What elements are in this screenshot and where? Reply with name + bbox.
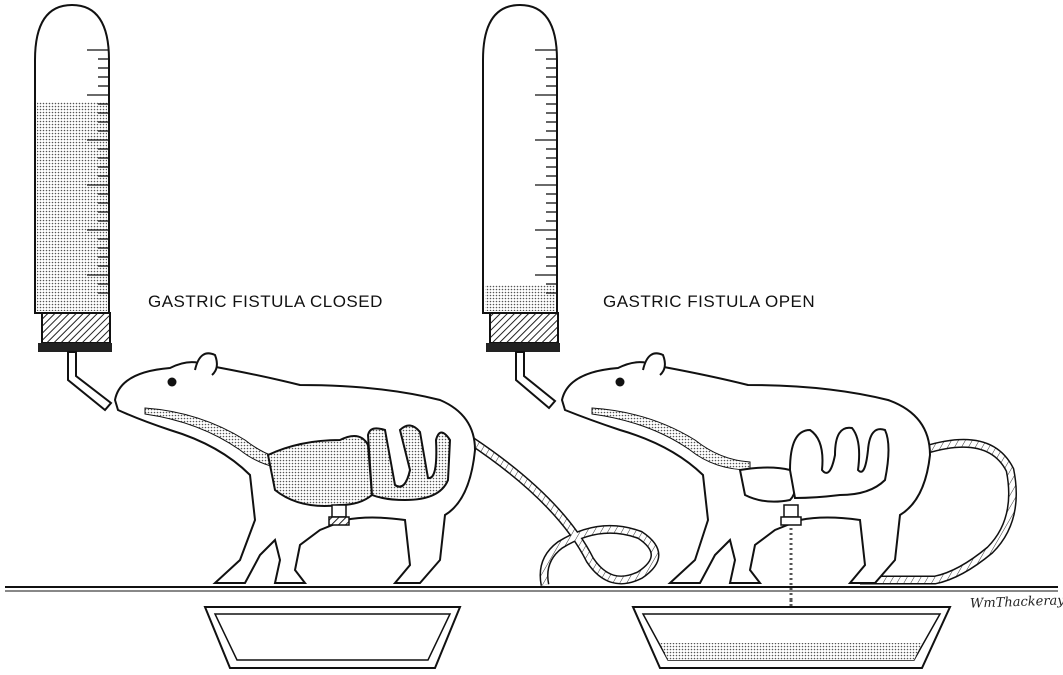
left-drinking-tube bbox=[68, 352, 111, 410]
left-collection-dish bbox=[205, 607, 460, 668]
right-rat-stomach bbox=[740, 468, 795, 502]
right-drinking-tube bbox=[516, 352, 555, 408]
left-panel-caption: GASTRIC FISTULA CLOSED bbox=[148, 292, 383, 312]
left-fistula-closed bbox=[332, 505, 346, 517]
left-bottle-stopper bbox=[42, 313, 110, 343]
artist-signature: WmThackeray bbox=[970, 593, 1063, 611]
left-water-bottle bbox=[35, 5, 112, 410]
right-water-bottle bbox=[483, 5, 560, 408]
left-rat-intestines bbox=[368, 425, 450, 500]
right-bottle-stopper bbox=[490, 313, 558, 343]
left-bottle-water bbox=[37, 102, 107, 311]
right-fistula-open bbox=[784, 505, 798, 517]
right-collection-dish bbox=[633, 607, 950, 668]
right-dish-fluid bbox=[660, 643, 922, 660]
right-panel-caption: GASTRIC FISTULA OPEN bbox=[603, 292, 815, 312]
right-bottle-water bbox=[485, 285, 555, 311]
right-rat-intestines bbox=[790, 428, 889, 498]
